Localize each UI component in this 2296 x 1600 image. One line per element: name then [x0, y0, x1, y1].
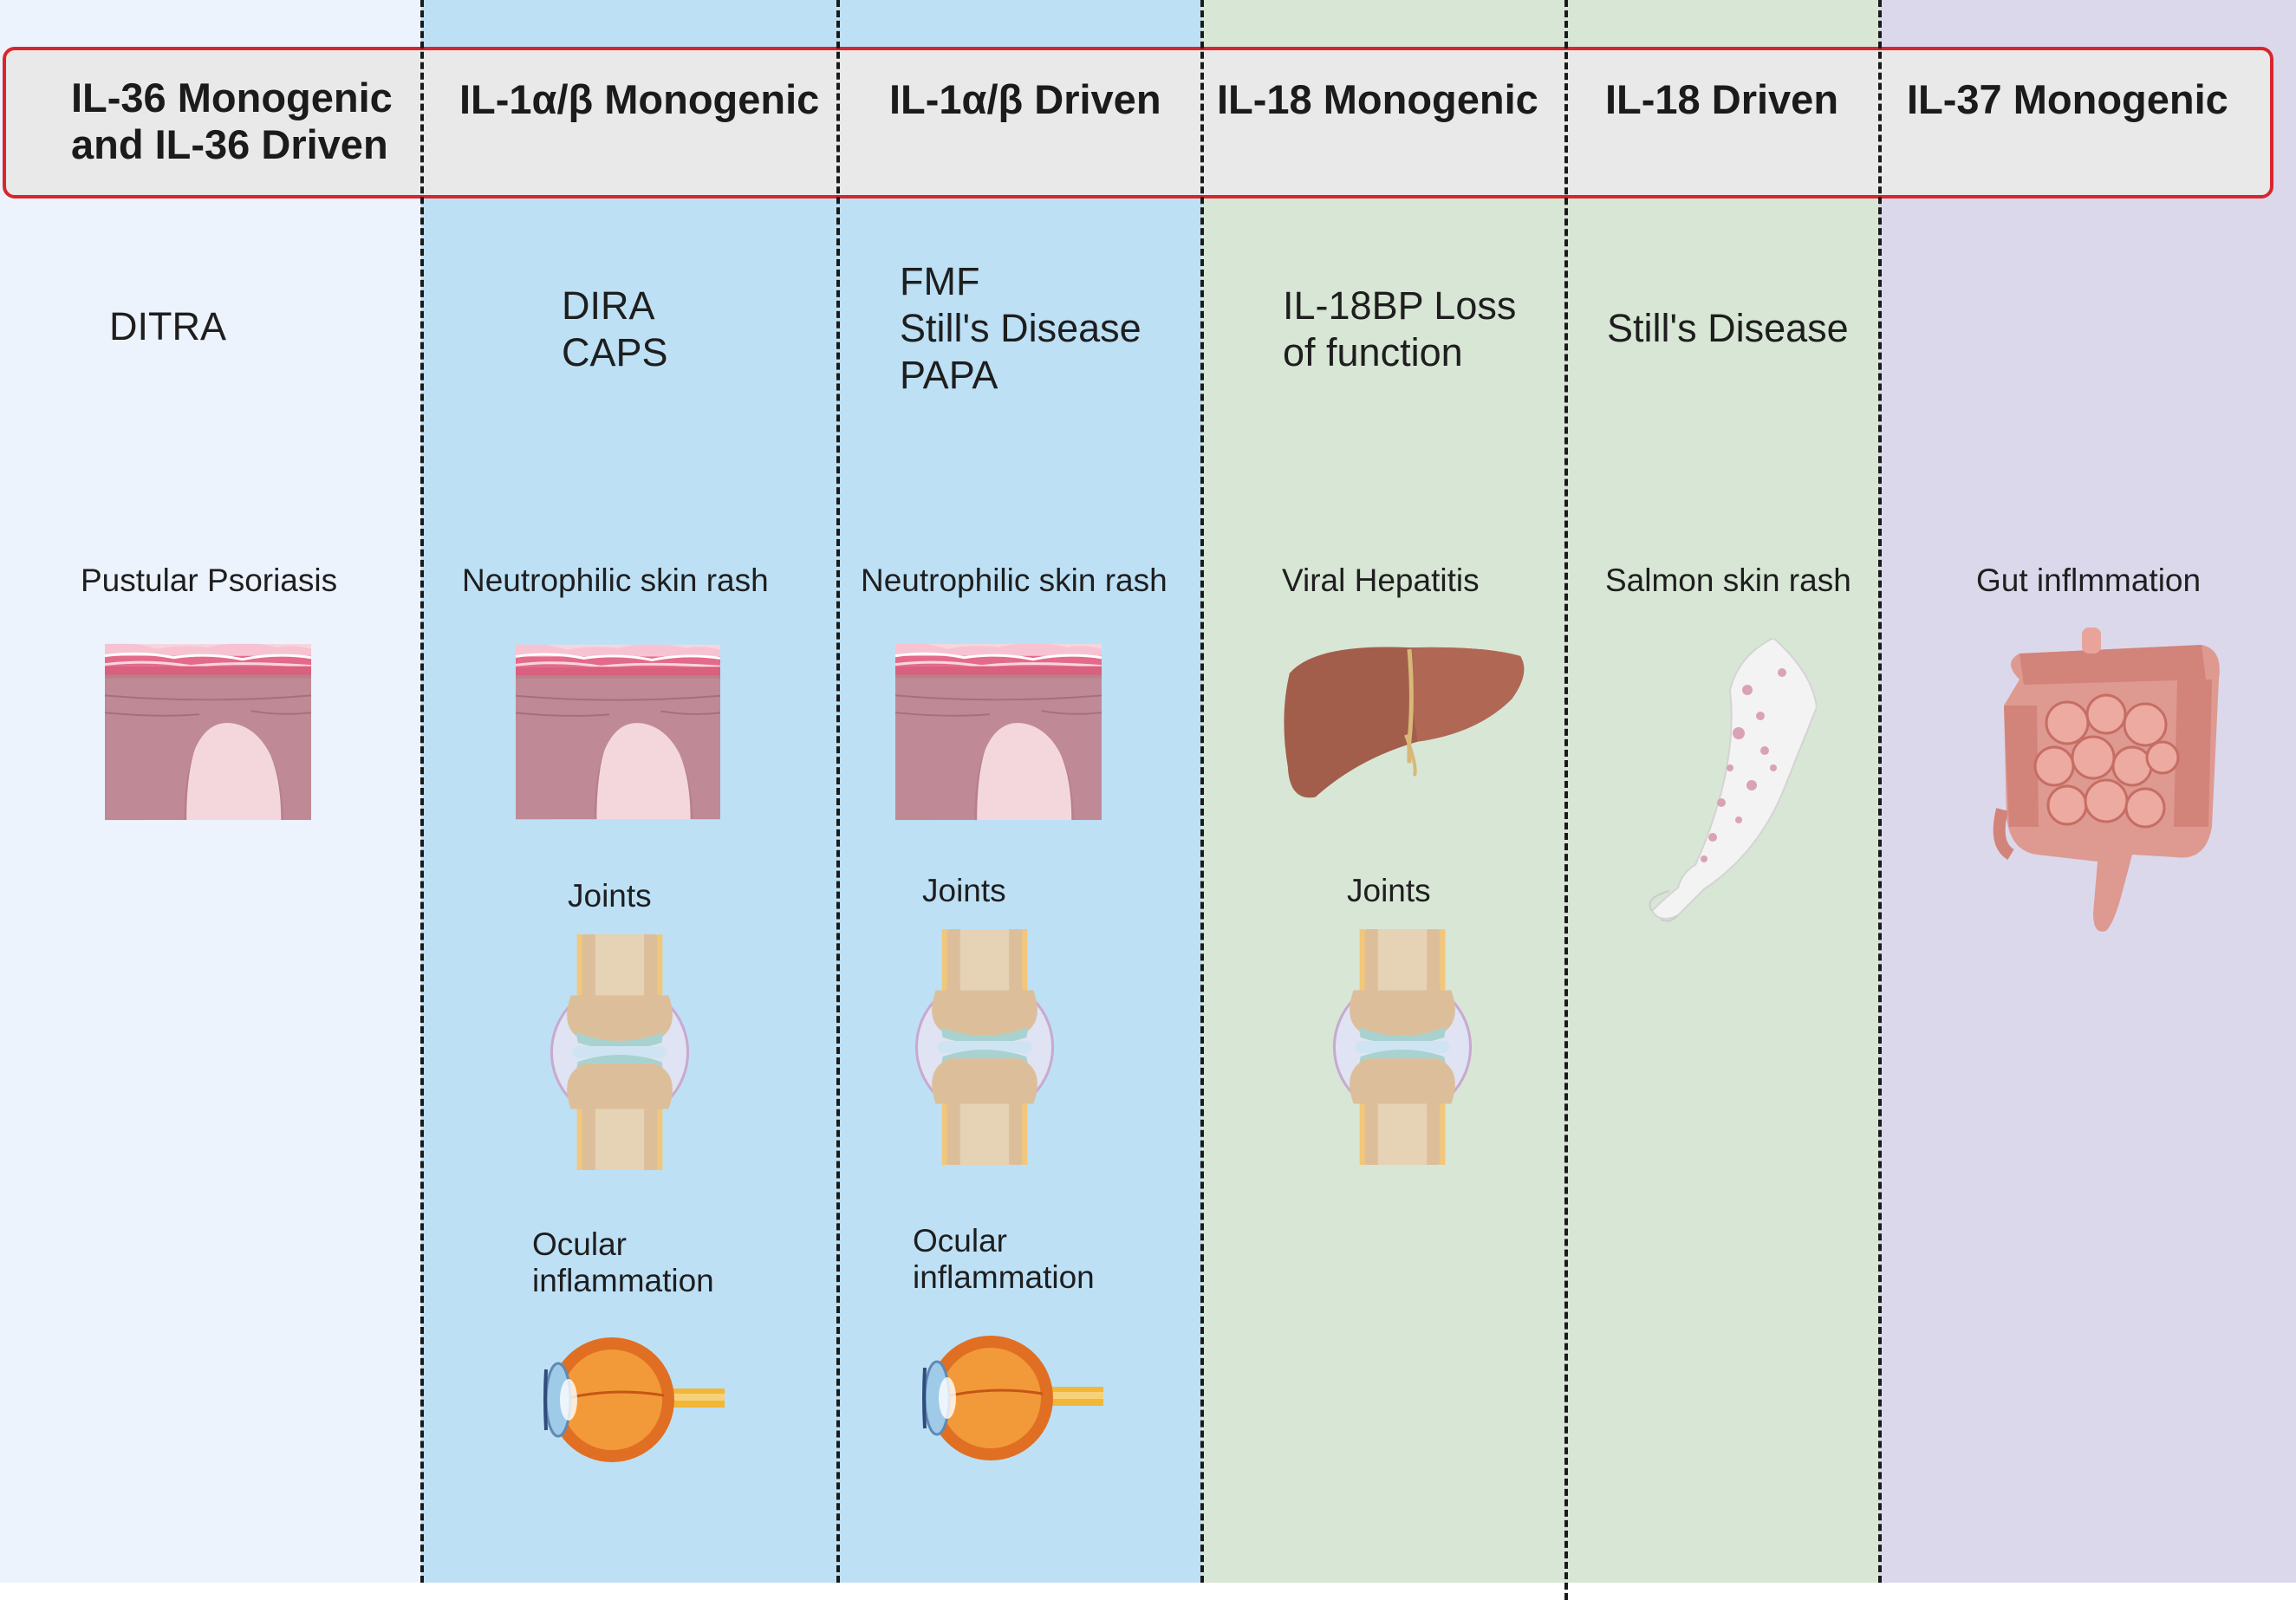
manifestation-label: inflammation: [532, 1263, 714, 1298]
skin-section-icon: [105, 643, 311, 821]
disease-name: IL-18BP Loss: [1283, 283, 1517, 328]
eye-icon: [921, 1333, 1103, 1463]
disease-name: DITRA: [109, 304, 226, 348]
manifestation-label: Joints: [922, 873, 1006, 908]
disease-name: PAPA: [900, 353, 998, 397]
column-divider: [836, 0, 840, 1583]
disease-name: of function: [1283, 330, 1463, 374]
joint-icon: [548, 934, 692, 1170]
heading-line: and IL-36 Driven: [71, 121, 388, 167]
intestine-icon: [1985, 628, 2228, 940]
disease-name: Still's Disease: [1607, 306, 1849, 350]
manifestation-label: Viral Hepatitis: [1282, 563, 1480, 598]
column-heading: IL-36 Monogenic and IL-36 Driven: [71, 75, 393, 168]
manifestation-label: Joints: [568, 878, 652, 914]
skin-section-icon: [895, 643, 1102, 821]
column-divider: [1564, 0, 1568, 1600]
column-divider: [1200, 0, 1204, 1583]
manifestation-label: Pustular Psoriasis: [81, 563, 338, 598]
manifestation-label: Neutrophilic skin rash: [462, 563, 769, 598]
manifestation-label: Salmon skin rash: [1605, 563, 1851, 598]
liver-icon: [1281, 638, 1529, 803]
column-heading: IL-1α/β Driven: [889, 76, 1161, 122]
column-divider: [420, 0, 424, 1583]
disease-name: DIRA: [562, 283, 655, 328]
manifestation-label: Ocular: [913, 1223, 1007, 1259]
column-heading: IL-1α/β Monogenic: [459, 76, 820, 122]
arm-rash-icon: [1643, 638, 1817, 924]
disease-name: Still's Disease: [900, 306, 1141, 350]
column-heading: IL-18 Driven: [1605, 76, 1839, 122]
joint-icon: [1330, 929, 1474, 1165]
joint-icon: [913, 929, 1057, 1165]
header-band: [3, 47, 2273, 198]
column-heading: IL-18 Monogenic: [1217, 76, 1538, 122]
eye-icon: [543, 1335, 725, 1465]
manifestation-label: Joints: [1347, 873, 1431, 908]
manifestation-label: inflammation: [913, 1259, 1095, 1295]
column-il18-monogenic-background: [1201, 0, 1565, 1583]
column-heading: IL-37 Monogenic: [1907, 76, 2228, 122]
disease-name: FMF: [900, 259, 980, 303]
manifestation-label: Ocular: [532, 1226, 627, 1262]
manifestation-label: Neutrophilic skin rash: [861, 563, 1168, 598]
skin-section-icon: [516, 643, 720, 821]
heading-line: IL-36 Monogenic: [71, 75, 393, 120]
column-divider: [1878, 0, 1882, 1583]
disease-name: CAPS: [562, 330, 668, 374]
manifestation-label: Gut inflmmation: [1976, 563, 2202, 598]
